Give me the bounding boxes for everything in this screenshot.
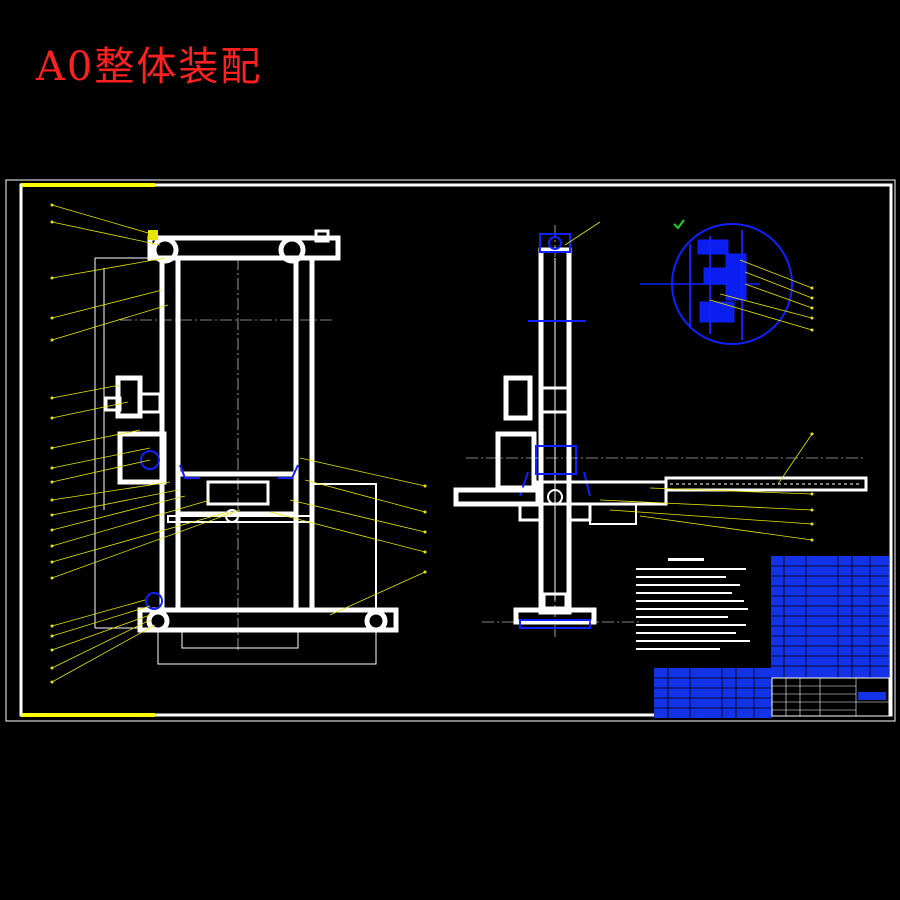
side-view: [453, 221, 868, 640]
front-base: [137, 607, 399, 633]
technical-notes: [636, 558, 750, 650]
side-horizontal-arm: [536, 480, 668, 506]
notes-lines: [636, 568, 750, 650]
sheet-border-outer: [5, 179, 896, 722]
side-arm-extension: [664, 476, 868, 492]
front-gearbox-wheel: [140, 450, 160, 470]
front-top-beam: [147, 235, 341, 261]
front-carriage-bracket-right: [278, 464, 299, 479]
front-dim-bottom-1: [181, 630, 299, 649]
detail-tick: [673, 219, 685, 230]
bom-table-right: [771, 556, 889, 678]
side-motor: [503, 375, 533, 421]
front-top-cap: [314, 229, 330, 243]
side-lower-block-left: [518, 502, 542, 522]
front-base-blue-wheel: [145, 592, 163, 610]
title-block: [771, 677, 890, 717]
front-arm-housing: [311, 483, 377, 611]
front-leader-dots: [50, 203, 427, 684]
detail-part-hatch: [689, 230, 743, 340]
front-view: [50, 203, 427, 684]
drawing-title: A0整体装配: [36, 44, 263, 90]
front-top-wheel-left: [151, 236, 179, 264]
pin-icon: [148, 230, 158, 240]
detail-view: [640, 219, 814, 345]
side-horizontal-arm-left: [453, 487, 541, 507]
front-upright-right: [293, 255, 315, 613]
bom-grid-left: [654, 668, 772, 718]
side-leaders: [564, 221, 813, 541]
detail-leader-dots: [810, 286, 814, 332]
front-carriage-pin: [225, 509, 239, 523]
front-motor-mount: [138, 392, 162, 414]
title-block-name-cell: [858, 692, 886, 700]
side-top-pulley: [548, 236, 562, 250]
side-base: [513, 607, 597, 625]
detail-leaders: [709, 259, 813, 331]
side-lower-housing: [589, 503, 637, 525]
detail-part-c: [699, 301, 735, 323]
front-base-wheel-left: [146, 609, 170, 633]
front-carriage-inner: [206, 480, 270, 506]
side-arm-pulley: [547, 489, 563, 505]
front-leaders-left: [51, 204, 241, 683]
side-motor-mount: [538, 386, 572, 414]
side-base-foot: [519, 619, 591, 629]
title-block-grid: [772, 678, 889, 716]
side-base-top: [542, 592, 568, 610]
side-gearbox: [495, 431, 537, 491]
notes-heading-mark: [668, 558, 704, 561]
side-carriage: [535, 445, 577, 475]
front-carriage-bracket-left: [179, 464, 200, 479]
side-leader-dots: [810, 432, 814, 542]
front-gearbox: [117, 431, 167, 485]
front-base-wheel-right: [364, 609, 388, 633]
bom-grid-right: [771, 556, 889, 678]
front-leaders-right: [269, 457, 426, 616]
bom-table-left: [654, 668, 772, 718]
detail-part-a: [697, 239, 729, 255]
front-top-wheel-right: [278, 236, 306, 264]
front-dim-bottom-2: [157, 630, 377, 665]
parts-list: [654, 556, 889, 718]
front-carriage: [175, 471, 299, 517]
side-lower-block-right: [568, 502, 592, 522]
sheet-border-inner: [19, 183, 893, 717]
front-dim-left: [94, 257, 160, 629]
side-top-head: [539, 233, 571, 253]
